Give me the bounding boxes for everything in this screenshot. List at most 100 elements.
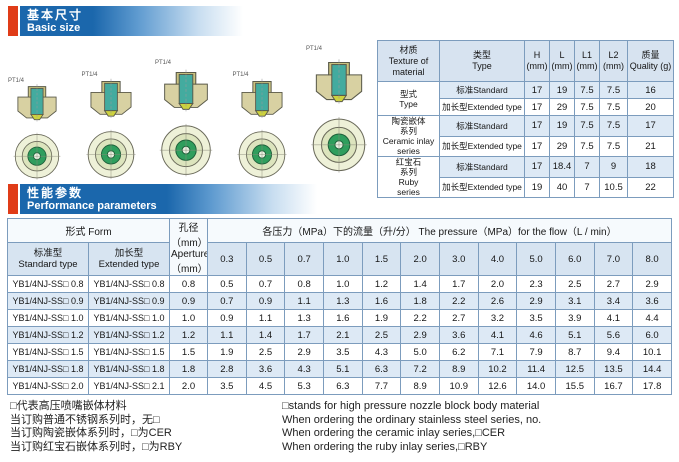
flow-cell: 0.9 [245, 292, 286, 310]
flow-cell: 2.7 [593, 275, 634, 293]
pressure-header: 2.0 [400, 242, 440, 276]
thread-label: PT1/4 [81, 72, 98, 78]
flow-cell: 1.4 [400, 275, 440, 293]
flow-cell: 2.3 [516, 275, 556, 293]
aperture-cell: 2.0 [169, 377, 209, 395]
flow-cell: 3.1 [554, 292, 595, 310]
material-group-cell: 型式 Type [377, 81, 440, 116]
material-group-cell: 红宝石 系列 Ruby series [377, 156, 440, 198]
flow-cell: 1.6 [322, 309, 363, 327]
flow-cell: 1.8 [400, 292, 440, 310]
flow-cell: 4.1 [593, 309, 634, 327]
flow-cell: 5.1 [322, 360, 363, 378]
banner-text: 基本尺寸 Basic size [20, 6, 94, 36]
model-cell: YB1/4NJ-SS□ 1.2 [7, 326, 89, 344]
table-row: 型式 Type 标准Standard 17 19 7.5 7.5 16 [377, 81, 674, 116]
flow-cell: 3.5 [207, 377, 247, 395]
aperture-header: 孔径 （mm） Aperture （mm） [169, 218, 209, 276]
notes-chinese: □代表高压喷嘴嵌体材料 当订购普通不锈钢系列时，无□ 当订购陶瓷嵌体系列时，□为… [10, 400, 282, 454]
flow-cell: 5.0 [400, 343, 440, 361]
flow-cell: 2.5 [245, 343, 286, 361]
flow-cell: 12.5 [554, 360, 595, 378]
flow-cell: 2.7 [438, 309, 479, 327]
cell: 18.4 [549, 156, 575, 178]
flow-cell: 2.9 [632, 275, 672, 293]
extended-type-header: 加长型 Extended type [87, 242, 171, 276]
basic-size-table: 材质 Texture of material 类型 Type H (mm) L … [377, 40, 674, 198]
aperture-cell: 1.8 [169, 360, 209, 378]
red-accent-block [8, 184, 18, 214]
flow-cell: 6.3 [322, 377, 363, 395]
flow-cell: 4.3 [361, 343, 402, 361]
note-line: 当订购陶瓷嵌体系列时，□为CER [10, 427, 172, 439]
flow-cell: 9.4 [593, 343, 634, 361]
material-group-cell: 陶瓷嵌体 系列 Ceramic inlay series [377, 115, 440, 157]
model-cell: YB1/4NJ-SS□ 0.9 [7, 292, 89, 310]
flow-cell: 14.0 [516, 377, 556, 395]
flow-cell: 8.9 [400, 377, 440, 395]
flow-cell: 13.5 [593, 360, 634, 378]
cell: 18 [627, 156, 674, 178]
section-header-basic-size: 基本尺寸 Basic size [8, 6, 244, 36]
flow-cell: 2.8 [207, 360, 247, 378]
col-header-type: 类型 Type [439, 40, 525, 82]
flow-cell: 2.6 [477, 292, 518, 310]
cell: 17 [524, 135, 550, 157]
form-header: 形式 Form [6, 217, 171, 244]
flow-cell: 3.4 [593, 292, 634, 310]
model-cell: YB1/4NJ-SS□ 0.8 [87, 275, 171, 293]
cell: 标准Standard [439, 81, 525, 99]
table-row: YB1/4NJ-SS□ 0.9 YB1/4NJ-SS□ 0.9 0.9 0.7 … [7, 292, 672, 310]
pressure-header: 4.0 [477, 242, 518, 276]
col-header-l2: L2 (mm) [599, 40, 628, 82]
model-cell: YB1/4NJ-SS□ 0.8 [7, 275, 89, 293]
flow-cell: 4.6 [516, 326, 556, 344]
flow-cell: 17.8 [632, 377, 672, 395]
model-cell: YB1/4NJ-SS□ 0.9 [87, 292, 171, 310]
footnotes: □代表高压喷嘴嵌体材料 当订购普通不锈钢系列时，无□ 当订购陶瓷嵌体系列时，□为… [10, 400, 541, 454]
cell: 加长型Extended type [439, 176, 525, 198]
nozzle-diagram-5: PT1/4 [304, 46, 374, 184]
flow-cell: 1.3 [284, 309, 324, 327]
flow-cell: 5.3 [284, 377, 324, 395]
pressure-header: 0.5 [245, 242, 286, 276]
pressure-header: 6.0 [554, 242, 595, 276]
standard-type-header: 标准型 Standard type [7, 242, 89, 276]
col-header-quality: 质量 Quality (g) [627, 40, 674, 82]
table-row: YB1/4NJ-SS□ 2.0 YB1/4NJ-SS□ 2.1 2.0 3.5 … [7, 377, 672, 395]
pressure-header: 0.7 [284, 242, 324, 276]
performance-table: 形式 Form 孔径 （mm） Aperture （mm） 各压力（MPa）下的… [6, 217, 672, 395]
flow-cell: 3.9 [554, 309, 595, 327]
model-cell: YB1/4NJ-SS□ 1.5 [7, 343, 89, 361]
thread-label: PT1/4 [8, 78, 25, 84]
cell: 10.5 [599, 176, 628, 198]
col-header-l1: L1 (mm) [574, 40, 600, 82]
flow-cell: 3.6 [245, 360, 286, 378]
table-row: 加长型Extended type 17 29 7.5 7.5 20 [378, 98, 674, 116]
table-row: YB1/4NJ-SS□ 1.5 YB1/4NJ-SS□ 1.5 1.5 1.9 … [7, 343, 672, 361]
nozzle-diagram-2: PT1/4 [80, 72, 142, 184]
section-title-cn: 基本尺寸 [27, 7, 84, 22]
table-row: 红宝石 系列 Ruby series 标准Standard 17 18.4 7 … [377, 156, 674, 198]
table-row: YB1/4NJ-SS□ 1.0 YB1/4NJ-SS□ 1.0 1.0 0.9 … [7, 309, 672, 327]
flow-cell: 4.1 [477, 326, 518, 344]
nozzle-drawing [304, 46, 374, 184]
flow-cell: 1.1 [284, 292, 324, 310]
note-line: When ordering the ruby inlay series,□RBY [282, 440, 488, 453]
col-header-material: 材质 Texture of material [377, 40, 440, 82]
flow-cell: 0.8 [284, 275, 324, 293]
table-row: YB1/4NJ-SS□ 1.8 YB1/4NJ-SS□ 1.8 1.8 2.8 … [7, 360, 672, 378]
basic-header-row: 材质 Texture of material 类型 Type H (mm) L … [377, 40, 674, 82]
flow-cell: 11.4 [516, 360, 556, 378]
nozzle-drawing [231, 72, 293, 184]
cell: 7.5 [574, 81, 600, 99]
cell: 9 [599, 156, 628, 178]
section-title-cn: 性能参数 [27, 185, 84, 200]
flow-cell: 3.2 [477, 309, 518, 327]
flow-cell: 2.9 [400, 326, 440, 344]
flow-cell: 10.2 [477, 360, 518, 378]
pressure-header: 5.0 [516, 242, 556, 276]
flow-cell: 1.4 [245, 326, 286, 344]
flow-cell: 3.5 [322, 343, 363, 361]
cell: 7.5 [599, 135, 628, 157]
